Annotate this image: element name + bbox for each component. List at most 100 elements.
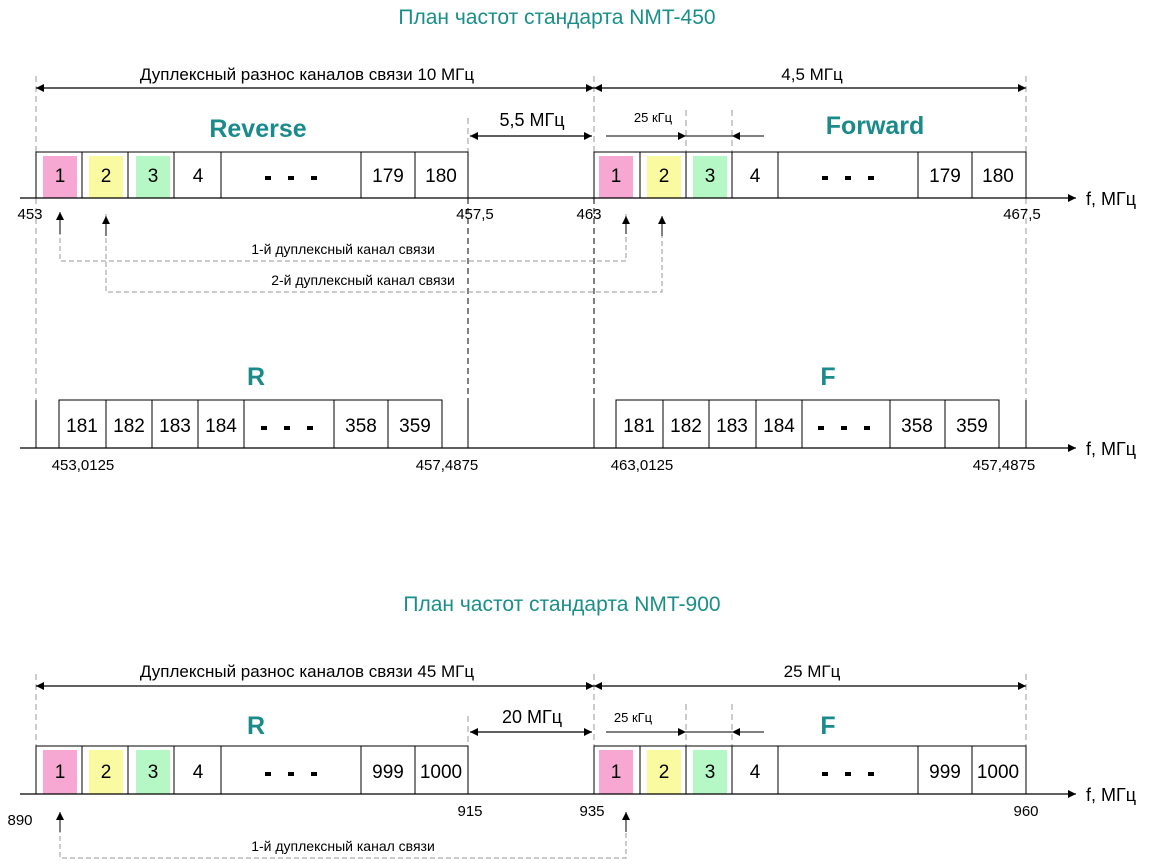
reverse-cell-dividers <box>81 152 416 198</box>
r-ellipsis <box>261 426 313 430</box>
duplex-channel-links <box>59 214 663 293</box>
r-cell-3-900: 3 <box>148 762 159 783</box>
f-cell-358: 358 <box>901 416 933 437</box>
duplex-channel-1-label: 1-й дуплексный канал связи <box>251 241 435 257</box>
nmt900-section: План частот стандарта NMT-900 Дуплексный… <box>7 593 1136 859</box>
forward-span-label: 4,5 МГц <box>781 65 843 84</box>
reverse-cell-1: 1 <box>55 166 66 187</box>
forward-cell-3: 3 <box>705 166 716 187</box>
reverse-channel-1-fill <box>43 156 77 198</box>
duplex-link-arrows-900 <box>56 812 630 832</box>
axis-label-3: f, МГц <box>1086 785 1136 805</box>
r-cell-359: 359 <box>399 416 431 437</box>
tick-453-0125: 453,0125 <box>52 457 115 474</box>
tick-890: 890 <box>7 812 32 829</box>
f-cell-4-900: 4 <box>750 762 761 783</box>
reverse-cell-179: 179 <box>372 166 404 187</box>
tick-935: 935 <box>579 803 604 820</box>
forward-cell-2: 2 <box>659 166 670 187</box>
tick-960: 960 <box>1013 803 1038 820</box>
duplex-link-arrows <box>56 212 666 236</box>
tick-457-4875-b: 457,4875 <box>973 457 1036 474</box>
r-cell-999-900: 999 <box>372 762 404 783</box>
reverse-cell-4: 4 <box>193 166 204 187</box>
tick-453: 453 <box>17 206 42 223</box>
gap-label-900: 20 МГц <box>502 707 562 727</box>
tick-457-4875-a: 457,4875 <box>416 457 479 474</box>
reverse-ellipsis <box>265 176 317 180</box>
forward-cell-179: 179 <box>929 166 961 187</box>
nmt450-title: План частот стандарта NMT-450 <box>398 6 715 29</box>
f-band-label: F <box>820 363 835 391</box>
r-cell-182: 182 <box>113 416 145 437</box>
r-band-label: R <box>247 363 265 391</box>
nmt900-title: План частот стандарта NMT-900 <box>403 593 720 616</box>
tick-463-0125: 463,0125 <box>611 457 674 474</box>
duplex-channel-2-label: 2-й дуплексный канал связи <box>271 272 455 288</box>
r-channel-2-fill-900 <box>89 750 123 794</box>
reverse-cell-2: 2 <box>101 166 112 187</box>
forward-channel-3-fill <box>693 156 727 198</box>
tick-467-5: 467,5 <box>1003 206 1041 223</box>
f-ellipsis-900 <box>822 772 874 776</box>
band-guide-lines <box>467 198 595 400</box>
r-cell-358: 358 <box>345 416 377 437</box>
duplex-span-label: Дуплексный разнос каналов связи 10 МГц <box>140 65 474 84</box>
r-cell-183: 183 <box>159 416 191 437</box>
f-cell-3-900: 3 <box>705 762 716 783</box>
f-cell-184: 184 <box>763 416 795 437</box>
r-label-900: R <box>247 712 265 740</box>
r-cell-2-900: 2 <box>101 762 112 783</box>
step-label-900: 25 кГц <box>614 710 653 725</box>
r-cell-181: 181 <box>66 416 98 437</box>
r-cell-4-900: 4 <box>193 762 204 783</box>
r-cell-1000-900: 1000 <box>420 762 462 783</box>
duplex-channel-link-900 <box>59 820 627 859</box>
f-label-900: F <box>820 712 835 740</box>
reverse-label: Reverse <box>209 115 306 143</box>
forward-channel-1-fill <box>599 156 633 198</box>
forward-cell-1: 1 <box>611 166 622 187</box>
f-cell-183: 183 <box>716 416 748 437</box>
f-channel-2-fill-900 <box>647 750 681 794</box>
forward-label: Forward <box>826 112 925 140</box>
tick-463: 463 <box>576 206 601 223</box>
f-cell-181: 181 <box>623 416 655 437</box>
r-cell-dividers-900 <box>81 746 416 794</box>
forward-cell-180: 180 <box>982 166 1014 187</box>
r-cell-1-900: 1 <box>55 762 66 783</box>
forward-ellipsis <box>822 176 874 180</box>
reverse-cell-180: 180 <box>425 166 457 187</box>
f-cell-359: 359 <box>956 416 988 437</box>
f-channel-3-fill-900 <box>693 750 727 794</box>
r-channel-1-fill-900 <box>43 750 77 794</box>
reverse-cell-3: 3 <box>148 166 159 187</box>
f-cell-1000-900: 1000 <box>977 762 1019 783</box>
f-cell-2-900: 2 <box>659 762 670 783</box>
r-channel-3-fill-900 <box>136 750 170 794</box>
f-cell-1-900: 1 <box>611 762 622 783</box>
duplex-span-label-900: Дуплексный разнос каналов связи 45 МГц <box>140 662 474 681</box>
f-cell-999-900: 999 <box>929 762 961 783</box>
axis-label-1: f, МГц <box>1086 189 1136 209</box>
step-label: 25 кГц <box>634 110 673 125</box>
nmt450-section: План частот стандарта NMT-450 Дуплексный… <box>17 6 1136 474</box>
axis-label-2: f, МГц <box>1086 439 1136 459</box>
gap-label: 5,5 МГц <box>499 110 564 130</box>
forward-cell-4: 4 <box>750 166 761 187</box>
tick-915: 915 <box>457 803 482 820</box>
f-cell-dividers <box>593 400 1027 448</box>
f-cell-dividers-900 <box>639 746 973 794</box>
forward-cell-dividers <box>639 152 973 198</box>
r-cell-184: 184 <box>205 416 237 437</box>
f-cell-182: 182 <box>670 416 702 437</box>
r-ellipsis-900 <box>265 772 317 776</box>
f-ellipsis <box>818 426 870 430</box>
duplex-channel-1-label-900: 1-й дуплексный канал связи <box>251 838 435 854</box>
reverse-channel-3-fill <box>136 156 170 198</box>
r-cell-dividers <box>35 400 469 448</box>
reverse-channel-2-fill <box>89 156 123 198</box>
f-channel-1-fill-900 <box>599 750 633 794</box>
tick-457-5: 457,5 <box>456 206 494 223</box>
